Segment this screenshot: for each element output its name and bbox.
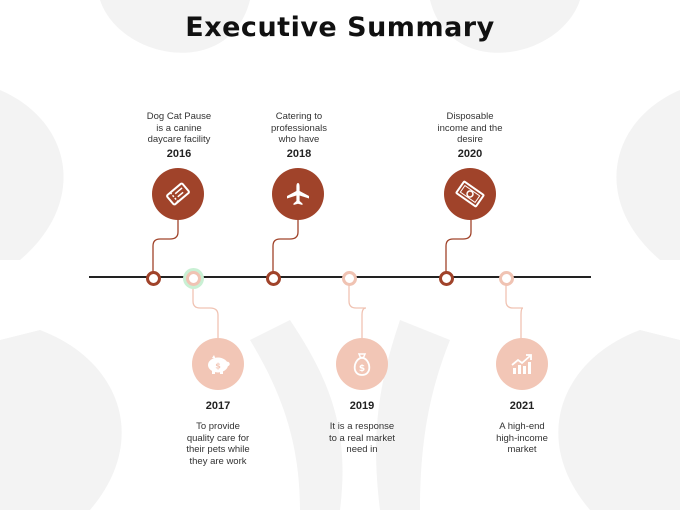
milestone-icon-2019: $ xyxy=(336,338,388,390)
growth-chart-icon xyxy=(511,354,532,374)
connector-2016 xyxy=(152,214,179,274)
milestone-year-2020: 2020 xyxy=(457,148,483,160)
timeline-dot-2021 xyxy=(499,271,514,286)
milestone-text-2019: It is a response to a real market need i… xyxy=(329,421,395,455)
timeline-dot-2019 xyxy=(342,271,357,286)
banknote-icon xyxy=(455,180,485,208)
connector-2021 xyxy=(505,283,524,343)
connector-2020 xyxy=(445,214,472,274)
milestone-text-2016: Dog Cat Pause is a canine daycare facili… xyxy=(146,111,212,145)
timeline-axis xyxy=(89,276,591,278)
milestone-icon-2016 xyxy=(152,168,204,220)
timeline-dot-2017 xyxy=(186,271,201,286)
milestone-year-2017: 2017 xyxy=(205,400,231,412)
timeline-dot-2018 xyxy=(266,271,281,286)
connector-2018 xyxy=(272,214,299,274)
page-title: Executive Summary xyxy=(185,12,495,43)
milestone-year-2016: 2016 xyxy=(166,148,192,160)
connector-2017 xyxy=(192,283,219,343)
milestone-icon-2020 xyxy=(444,168,496,220)
connector-2019 xyxy=(348,283,367,343)
piggy-bank-icon: $ xyxy=(208,355,230,374)
milestone-year-2018: 2018 xyxy=(286,148,312,160)
airplane-icon xyxy=(287,183,309,205)
milestone-text-2017: To provide quality care for their pets w… xyxy=(186,421,250,467)
milestone-text-2020: Disposable income and the desire xyxy=(437,111,503,145)
timeline-dot-2020 xyxy=(439,271,454,286)
milestone-icon-2018 xyxy=(272,168,324,220)
ticket-icon xyxy=(166,182,190,206)
milestone-text-2018: Catering to professionals who have xyxy=(271,111,327,145)
milestone-text-2021: A high-end high-income market xyxy=(496,421,548,455)
money-bag-icon: $ xyxy=(353,353,371,376)
milestone-year-2019: 2019 xyxy=(349,400,375,412)
milestone-icon-2017: $ xyxy=(192,338,244,390)
milestone-icon-2021 xyxy=(496,338,548,390)
svg-text:$: $ xyxy=(359,364,365,374)
milestone-year-2021: 2021 xyxy=(509,400,535,412)
svg-text:$: $ xyxy=(215,362,221,371)
timeline-dot-2016 xyxy=(146,271,161,286)
